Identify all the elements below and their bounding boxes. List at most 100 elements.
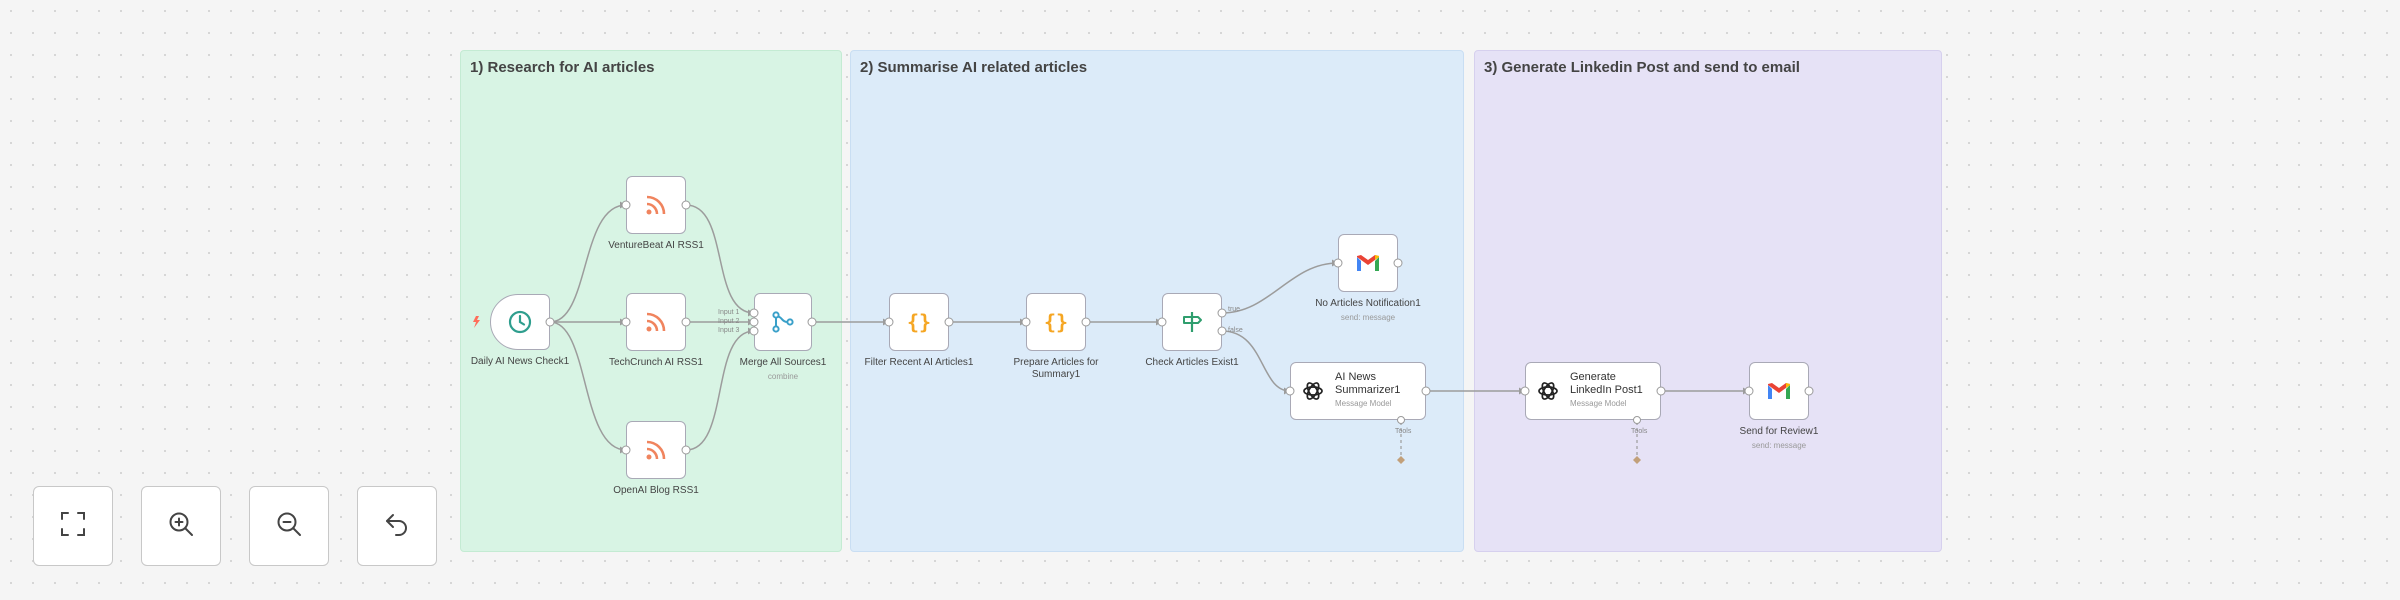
node-merge-all-sources[interactable] bbox=[754, 293, 812, 351]
port-generate-out[interactable] bbox=[1656, 386, 1666, 396]
merge-icon bbox=[755, 294, 811, 350]
svg-text:{}: {} bbox=[907, 310, 931, 334]
gmail-icon bbox=[1339, 235, 1397, 291]
sticky-generate[interactable]: 3) Generate Linkedin Post and send to em… bbox=[1474, 50, 1942, 552]
zoom-in-button[interactable] bbox=[141, 486, 221, 566]
port-merge-out[interactable] bbox=[807, 317, 817, 327]
port-venturebeat-in[interactable] bbox=[621, 200, 631, 210]
edge-daily-openai bbox=[549, 321, 627, 451]
node-daily-ai-news-check[interactable] bbox=[490, 294, 550, 350]
port-filter-out[interactable] bbox=[944, 317, 954, 327]
tools-add-marker-1 bbox=[1397, 456, 1405, 464]
label-merge: Merge All Sources1 bbox=[739, 357, 827, 368]
undo-icon bbox=[382, 509, 412, 544]
label-send: Send for Review1 bbox=[1739, 426, 1819, 437]
edge-daily-venturebeat bbox=[549, 204, 627, 323]
port-prepare-in[interactable] bbox=[1021, 317, 1031, 327]
trigger-lightning-icon bbox=[473, 316, 480, 328]
edge-check-noarticles bbox=[1221, 262, 1339, 314]
zoom-out-button[interactable] bbox=[249, 486, 329, 566]
gmail-icon bbox=[1750, 363, 1808, 419]
port-techcrunch-in[interactable] bbox=[621, 317, 631, 327]
port-noarticles-out[interactable] bbox=[1393, 258, 1403, 268]
port-send-in[interactable] bbox=[1744, 386, 1754, 396]
label-techcrunch: TechCrunch AI RSS1 bbox=[609, 357, 703, 368]
port-prepare-out[interactable] bbox=[1081, 317, 1091, 327]
port-merge-in-2[interactable] bbox=[749, 317, 759, 327]
if-signpost-icon bbox=[1163, 294, 1221, 350]
zoom-in-icon bbox=[166, 509, 196, 544]
generate-text: Generate LinkedIn Post1 Message Model bbox=[1570, 371, 1654, 409]
clock-icon bbox=[491, 295, 549, 349]
port-check-false[interactable] bbox=[1217, 326, 1227, 336]
openai-icon bbox=[1291, 363, 1335, 419]
sublabel-send: send: message bbox=[1751, 441, 1807, 450]
node-openai-blog-rss[interactable] bbox=[626, 421, 686, 479]
sticky-summarise[interactable]: 2) Summarise AI related articles bbox=[850, 50, 1464, 552]
port-noarticles-in[interactable] bbox=[1333, 258, 1343, 268]
label-filter: Filter Recent AI Articles1 bbox=[864, 357, 974, 368]
port-summarizer-tools[interactable] bbox=[1397, 416, 1405, 424]
code-braces-icon: {} bbox=[890, 294, 948, 350]
rss-icon bbox=[627, 422, 685, 478]
node-ai-news-summarizer[interactable]: AI News Summarizer1 Message Model bbox=[1290, 362, 1426, 420]
node-check-articles-exist[interactable] bbox=[1162, 293, 1222, 351]
summarizer-text: AI News Summarizer1 Message Model bbox=[1335, 371, 1419, 409]
node-prepare-articles-for-summary[interactable]: {} bbox=[1026, 293, 1086, 351]
node-no-articles-notification[interactable] bbox=[1338, 234, 1398, 292]
label-prepare-line1: Prepare Articles for bbox=[1013, 357, 1099, 368]
port-generate-in[interactable] bbox=[1520, 386, 1530, 396]
generate-title-1: Generate bbox=[1570, 371, 1616, 383]
generate-sub: Message Model bbox=[1570, 399, 1627, 408]
port-merge-in-3[interactable] bbox=[749, 326, 759, 336]
port-check-true[interactable] bbox=[1217, 308, 1227, 318]
edge-check-summarizer bbox=[1221, 330, 1291, 392]
node-techcrunch-rss[interactable] bbox=[626, 293, 686, 351]
fit-view-icon bbox=[58, 509, 88, 544]
sticky-research-title: 1) Research for AI articles bbox=[470, 59, 655, 76]
generate-tools-label: Tools bbox=[1631, 428, 1648, 435]
port-check-in[interactable] bbox=[1157, 317, 1167, 327]
code-braces-icon: {} bbox=[1027, 294, 1085, 350]
summarizer-title-1: AI News bbox=[1335, 371, 1376, 383]
port-daily-out[interactable] bbox=[545, 317, 555, 327]
node-venturebeat-rss[interactable] bbox=[626, 176, 686, 234]
openai-icon bbox=[1526, 363, 1570, 419]
sticky-summarise-title: 2) Summarise AI related articles bbox=[860, 59, 1088, 76]
edge-venturebeat-merge bbox=[685, 204, 755, 314]
port-openai-out[interactable] bbox=[681, 445, 691, 455]
label-venturebeat: VentureBeat AI RSS1 bbox=[608, 240, 704, 251]
port-summarizer-out[interactable] bbox=[1421, 386, 1431, 396]
port-filter-in[interactable] bbox=[884, 317, 894, 327]
undo-button[interactable] bbox=[357, 486, 437, 566]
summarizer-title-2: Summarizer1 bbox=[1335, 384, 1401, 396]
node-send-for-review[interactable] bbox=[1749, 362, 1809, 420]
rss-icon bbox=[627, 177, 685, 233]
port-venturebeat-out[interactable] bbox=[681, 200, 691, 210]
node-filter-recent-ai-articles[interactable]: {} bbox=[889, 293, 949, 351]
sublabel-no-articles: send: message bbox=[1340, 313, 1396, 322]
check-true-label: true bbox=[1228, 306, 1241, 313]
label-daily: Daily AI News Check1 bbox=[470, 356, 570, 367]
label-prepare-line2: Summary1 bbox=[1031, 369, 1081, 380]
check-false-label: false bbox=[1228, 327, 1243, 334]
generate-title-2: LinkedIn Post1 bbox=[1570, 384, 1643, 396]
port-send-out[interactable] bbox=[1804, 386, 1814, 396]
merge-input-3-label: Input 3 bbox=[718, 327, 740, 334]
fit-view-button[interactable] bbox=[33, 486, 113, 566]
port-generate-tools[interactable] bbox=[1633, 416, 1641, 424]
edge-openai-merge bbox=[685, 330, 755, 451]
label-check: Check Articles Exist1 bbox=[1145, 357, 1239, 368]
label-openai-blog: OpenAI Blog RSS1 bbox=[613, 485, 699, 496]
svg-text:{}: {} bbox=[1044, 310, 1068, 334]
port-merge-in-1[interactable] bbox=[749, 308, 759, 318]
port-openai-in[interactable] bbox=[621, 445, 631, 455]
merge-input-1-label: Input 1 bbox=[718, 309, 740, 316]
merge-input-2-label: Input 2 bbox=[718, 318, 740, 325]
port-techcrunch-out[interactable] bbox=[681, 317, 691, 327]
port-summarizer-in[interactable] bbox=[1285, 386, 1295, 396]
label-no-articles: No Articles Notification1 bbox=[1315, 298, 1421, 309]
sticky-generate-title: 3) Generate Linkedin Post and send to em… bbox=[1484, 59, 1800, 76]
tools-add-marker-2 bbox=[1633, 456, 1641, 464]
node-generate-linkedin-post[interactable]: Generate LinkedIn Post1 Message Model bbox=[1525, 362, 1661, 420]
